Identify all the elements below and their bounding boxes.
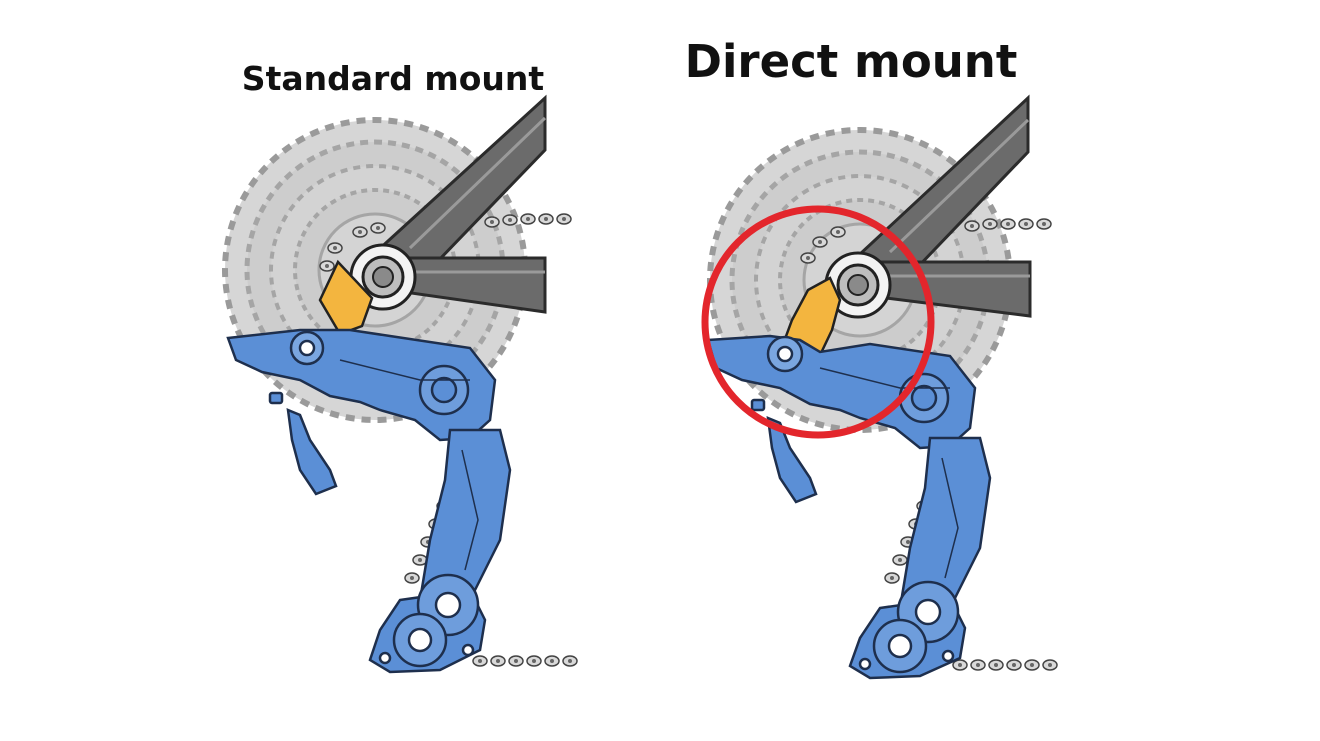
- highlight-circle: [701, 205, 935, 439]
- rear-derailleur-icon: [226, 328, 512, 674]
- frame-stays-icon: [824, 94, 1032, 319]
- panel-title-standard: Standard mount: [242, 59, 545, 98]
- frame-stays-icon: [349, 94, 547, 314]
- panel-direct-mount: Direct mount: [685, 35, 1058, 680]
- panel-standard-mount: Standard mount: [222, 59, 578, 674]
- rear-derailleur-icon: [706, 334, 992, 680]
- panel-title-direct: Direct mount: [685, 35, 1018, 88]
